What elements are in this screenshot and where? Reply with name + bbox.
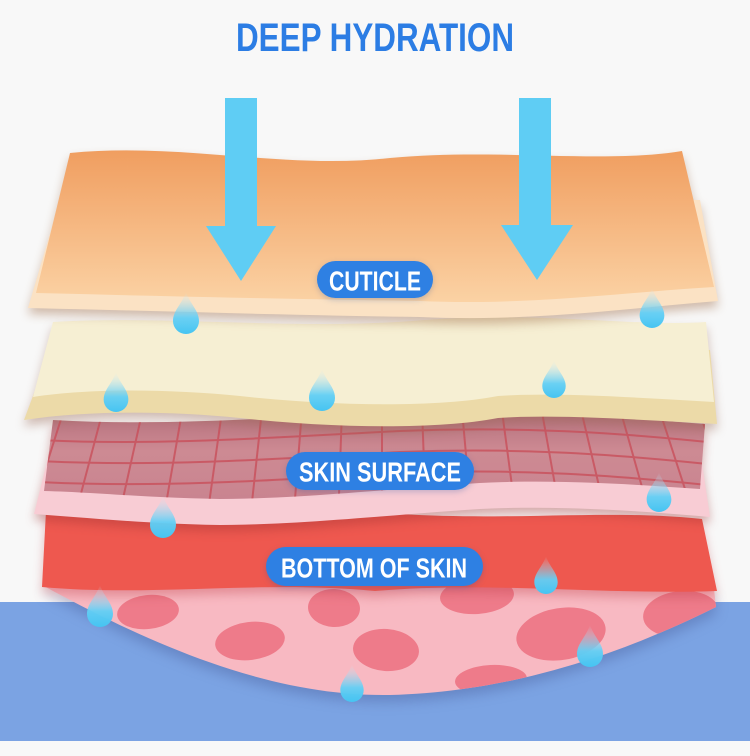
label-pill bbox=[266, 547, 483, 586]
label-pill bbox=[286, 452, 474, 490]
bottom-of-skin-label: BOTTOM OF SKIN bbox=[266, 547, 483, 586]
label-text: SKIN SURFACE bbox=[299, 457, 461, 488]
hydration-arrows bbox=[206, 98, 573, 281]
label-text: BOTTOM OF SKIN bbox=[281, 553, 467, 584]
skin-cell bbox=[215, 621, 285, 661]
skin-cell bbox=[117, 594, 179, 630]
skin-cell bbox=[353, 628, 419, 672]
down-arrow-icon bbox=[501, 98, 573, 280]
skin-cell bbox=[308, 588, 360, 628]
label-text: CUTICLE bbox=[329, 266, 421, 297]
skin-surface-label: SKIN SURFACE bbox=[286, 452, 474, 490]
page-title: DEEP HYDRATION bbox=[236, 16, 514, 60]
dermis-layer bbox=[42, 585, 716, 696]
cuticle-label: CUTICLE bbox=[317, 261, 433, 298]
cream-layer bbox=[24, 317, 717, 427]
skin-texture-grid bbox=[44, 411, 705, 499]
label-pill bbox=[317, 261, 433, 298]
down-arrow-icon bbox=[206, 98, 276, 281]
